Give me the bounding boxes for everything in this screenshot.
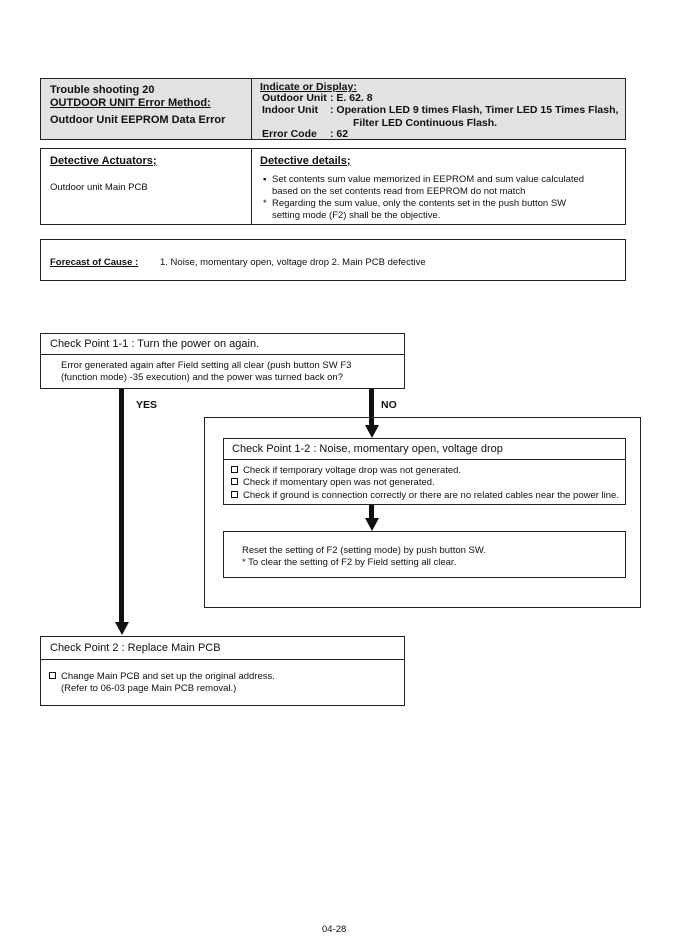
cp12-item: Check if momentary open was not generate… <box>231 477 435 490</box>
detail2-line1: Regarding the sum value, only the conten… <box>272 198 567 209</box>
outdoor-unit-value: : E. 62. 8 <box>330 92 373 104</box>
reset-box: Reset the setting of F2 (setting mode) b… <box>223 531 626 578</box>
check-point-1-2: Check Point 1-2 : Noise, momentary open,… <box>223 438 626 505</box>
detective-left-cell: Detective Actuators; Outdoor unit Main P… <box>41 149 252 224</box>
no-label: NO <box>381 399 397 411</box>
detail1-line2: based on the set contents read from EEPR… <box>272 186 526 197</box>
error-method-label: OUTDOOR UNIT Error Method: <box>50 97 211 109</box>
checkbox-icon <box>231 478 238 485</box>
check-point-1-1: Check Point 1-1 : Turn the power on agai… <box>40 333 405 389</box>
yes-arrow-head <box>115 622 129 635</box>
checkbox-icon <box>231 466 238 473</box>
error-code-label: Error Code <box>262 128 317 140</box>
detective-actuators-label: Detective Actuators; <box>50 155 157 167</box>
no-branch-container <box>204 417 641 608</box>
cp2-line2: (Refer to 06-03 page Main PCB removal.) <box>61 683 237 694</box>
forecast-value: 1. Noise, momentary open, voltage drop 2… <box>160 257 426 268</box>
reset-line2: * To clear the setting of F2 by Field se… <box>242 557 457 568</box>
indicate-label: Indicate or Display: <box>260 81 357 93</box>
detective-table: Detective Actuators; Outdoor unit Main P… <box>40 148 626 225</box>
forecast-label: Forecast of Cause : <box>50 257 139 268</box>
cp2-divider <box>41 659 404 660</box>
cp2-title: Check Point 2 : Replace Main PCB <box>50 642 221 654</box>
detective-actuators-value: Outdoor unit Main PCB <box>50 182 148 193</box>
cp12-title: Check Point 1-2 : Noise, momentary open,… <box>232 443 503 455</box>
detail2-bullet: * <box>263 198 267 209</box>
header-table: Trouble shooting 20 OUTDOOR UNIT Error M… <box>40 78 626 140</box>
header-left-cell: Trouble shooting 20 OUTDOOR UNIT Error M… <box>41 79 252 139</box>
detective-details-label: Detective details; <box>260 155 351 167</box>
detail2-line2: setting mode (F2) shall be the objective… <box>272 210 441 221</box>
detective-right-cell: Detective details; ▪ Set contents sum va… <box>252 149 625 224</box>
reset-line1: Reset the setting of F2 (setting mode) b… <box>242 545 486 556</box>
no-arrow-head <box>365 425 379 438</box>
cp12-arrow-line <box>369 505 374 519</box>
indoor-unit-value: : Operation LED 9 times Flash, Timer LED… <box>330 104 619 116</box>
trouble-shooting-title: Trouble shooting 20 <box>50 84 155 96</box>
yes-arrow-line <box>119 389 124 623</box>
header-right-cell: Indicate or Display: Outdoor Unit : E. 6… <box>252 79 625 140</box>
forecast-box: Forecast of Cause : 1. Noise, momentary … <box>40 239 626 281</box>
detail1-bullet: ▪ <box>263 174 267 185</box>
cp2-line1: Change Main PCB and set up the original … <box>49 671 275 684</box>
cp12-arrow-head <box>365 518 379 531</box>
checkbox-icon <box>49 672 56 679</box>
cp12-divider <box>224 459 625 460</box>
cp11-divider <box>41 354 404 355</box>
indoor-unit-label: Indoor Unit <box>262 104 318 116</box>
cp11-line1: Error generated again after Field settin… <box>61 360 352 371</box>
cp12-item: Check if temporary voltage drop was not … <box>231 465 461 478</box>
cp11-title: Check Point 1-1 : Turn the power on agai… <box>50 338 260 350</box>
error-name: Outdoor Unit EEPROM Data Error <box>50 114 226 126</box>
cp12-item: Check if ground is connection correctly … <box>231 490 619 503</box>
checkbox-icon <box>231 491 238 498</box>
page-number: 04-28 <box>322 924 347 935</box>
no-arrow-line <box>369 389 374 426</box>
yes-label: YES <box>136 399 158 411</box>
error-code-value: : 62 <box>330 128 349 140</box>
detail1-line1: Set contents sum value memorized in EEPR… <box>272 174 585 185</box>
check-point-2: Check Point 2 : Replace Main PCB Change … <box>40 636 405 706</box>
indoor-unit-value-2: Filter LED Continuous Flash. <box>353 117 498 129</box>
outdoor-unit-label: Outdoor Unit <box>262 92 327 104</box>
cp11-line2: (function mode) -35 execution) and the p… <box>61 372 343 383</box>
